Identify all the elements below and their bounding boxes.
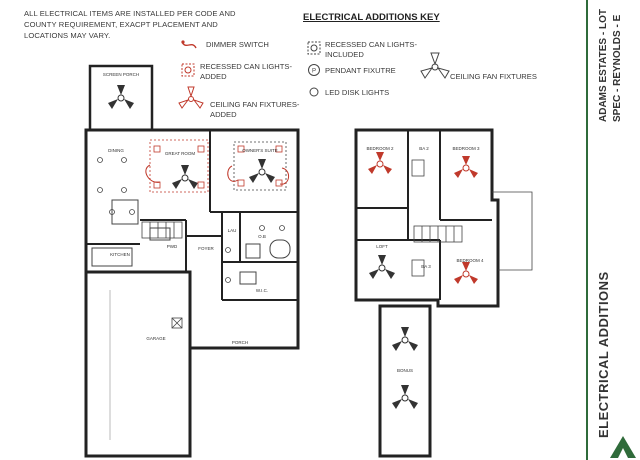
ceiling-fan-added-icon: [178, 86, 204, 109]
bedroom2-fan-added-icon: [367, 151, 393, 175]
key-recessed-added-label: RECESSED CAN LIGHTS-ADDED: [200, 62, 292, 81]
led-disk-icon: [309, 87, 319, 97]
laundry-label: LAU: [228, 228, 237, 233]
key-pendant-label: PENDANT FIXUTRE: [325, 66, 396, 75]
svg-text:P: P: [312, 69, 316, 75]
screen-porch-fan-icon: [107, 84, 135, 110]
owners-suite-label: OWNER'S SUITE: [242, 148, 278, 153]
bonus-room-outline: [378, 304, 432, 458]
great-room-fan-icon: [171, 164, 199, 190]
main-floor-outline: [84, 128, 300, 350]
bath2-label: BA 2: [419, 146, 429, 151]
wic-label: W.I.C.: [256, 288, 268, 293]
company-logo-icon: [610, 436, 636, 458]
key-led-label: LED DISK LIGHTS: [325, 88, 390, 97]
loft-fan-icon: [368, 254, 396, 280]
porch-label: PORCH: [232, 340, 248, 345]
floor-plans: SCREEN PORCH: [84, 64, 533, 458]
loft-label: LOFT: [376, 244, 388, 249]
dining-label: DINING: [108, 148, 124, 153]
foyer-label: FOYER: [198, 246, 214, 251]
key-dimmer-label: DIMMER SWITCH: [206, 40, 269, 49]
bonus-fan-2-icon: [391, 384, 419, 410]
great-room-label: GREAT ROOM: [165, 151, 196, 156]
bedroom4-label: BEDROOM 4: [456, 258, 484, 263]
bedroom3-label: BEDROOM 3: [452, 146, 480, 151]
key-fan-label: CEILING FAN FIXTURES: [450, 72, 537, 81]
title-block: ADAMS ESTATES - LOT SPEC - REYNOLDS - E …: [586, 0, 640, 460]
bedroom3-fan-added-icon: [453, 155, 479, 179]
bedroom4-fan-added-icon: [453, 261, 479, 285]
bonus-label: BONUS: [397, 368, 413, 373]
sheet-title: ELECTRICAL ADDITIONS: [596, 271, 611, 438]
general-note: ALL ELECTRICAL ITEMS ARE INSTALLED PER C…: [24, 9, 236, 40]
bedroom2-label: BEDROOM 2: [366, 146, 394, 151]
ceiling-fan-icon: [420, 52, 450, 79]
key-title: ELECTRICAL ADDITIONS KEY: [303, 12, 440, 23]
key-recessed-included-label: RECESSED CAN LIGHTS-INCLUDED: [325, 40, 417, 59]
owners-bath-label: O.B: [258, 234, 266, 239]
project-line-2: SPEC - REYNOLDS - E: [612, 14, 623, 122]
powder-label: PWD: [167, 244, 178, 249]
second-floor-outline: [354, 128, 500, 308]
garage-outline: [84, 270, 192, 458]
pendant-fixture-icon: P: [308, 64, 320, 76]
owners-suite-fan-icon: [248, 158, 276, 184]
recessed-can-included-icon: [307, 41, 321, 55]
garage-label: GARAGE: [146, 336, 165, 341]
bonus-fan-1-icon: [391, 326, 419, 352]
project-line-1: ADAMS ESTATES - LOT: [598, 9, 609, 122]
key-fan-added-label: CEILING FAN FIXTURES-ADDED: [210, 100, 300, 119]
kitchen-label: KITCHEN: [110, 252, 130, 257]
recessed-can-added-icon: [181, 63, 195, 77]
dimmer-switch-icon: [181, 40, 197, 49]
screen-porch-label: SCREEN PORCH: [103, 72, 139, 77]
bath3-label: BA 3: [421, 264, 431, 269]
